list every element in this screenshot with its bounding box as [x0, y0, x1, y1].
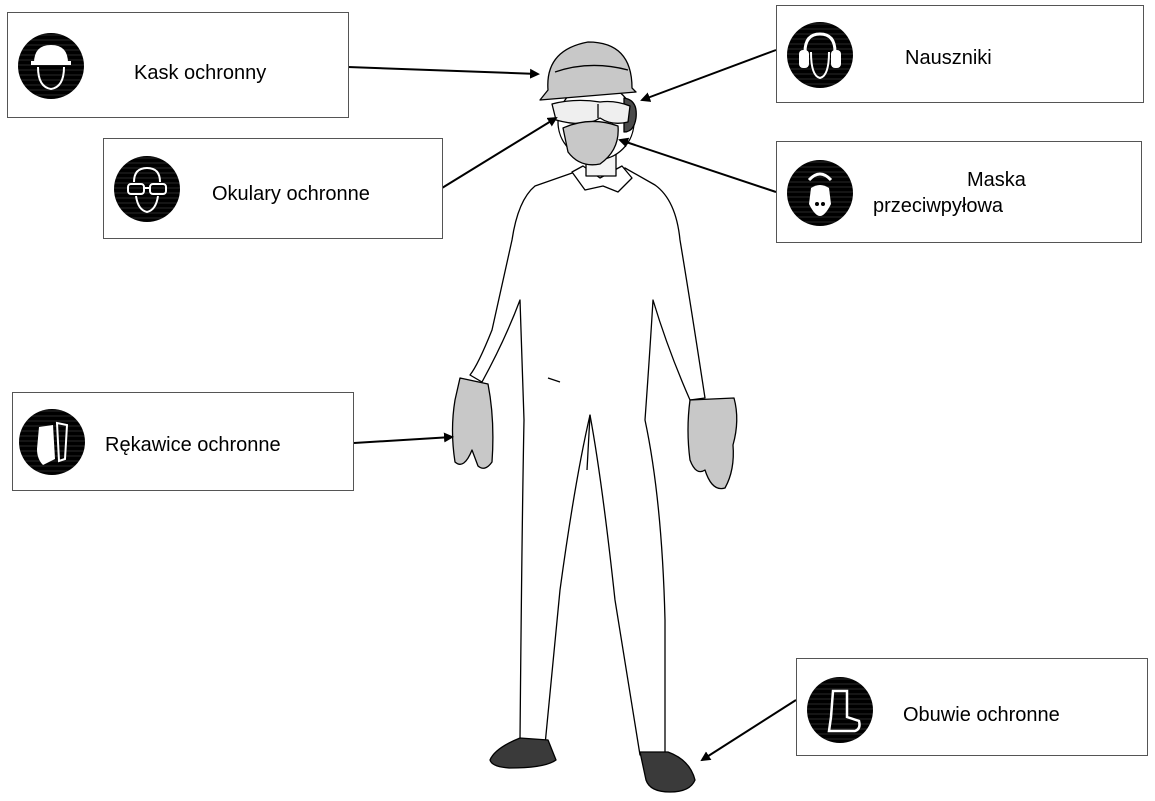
callout-helmet: Kask ochronny — [7, 12, 349, 118]
boots-label: Obuwie ochronne — [903, 704, 1060, 726]
arrow-mask — [618, 137, 777, 193]
helmet-label: Kask ochronny — [134, 62, 267, 84]
goggles-sign-icon — [114, 156, 180, 222]
left-glove — [451, 377, 494, 469]
dust-mask-sign-icon — [787, 160, 853, 226]
arrow-gloves — [353, 432, 454, 444]
boots-sign-icon — [807, 677, 873, 743]
callout-boots: Obuwie ochronne — [796, 658, 1148, 756]
helmet-ridge — [554, 64, 629, 73]
dust-mask — [562, 120, 619, 166]
callout-mask: Maska przeciwpyłowa — [776, 141, 1142, 243]
callout-earmuffs: Nauszniki — [776, 5, 1144, 103]
helmet-sign-icon — [18, 33, 84, 99]
goggles — [551, 99, 631, 125]
arrow-goggles — [441, 116, 558, 189]
callout-gloves: Rękawice ochronne — [12, 392, 354, 491]
gloves-label: Rękawice ochronne — [105, 434, 281, 456]
callout-goggles: Okulary ochronne — [103, 138, 443, 239]
earmuffs-label: Nauszniki — [905, 47, 992, 69]
helmet — [539, 41, 637, 101]
gloves-sign-icon — [19, 409, 85, 475]
mask-label-line1: Maska — [967, 169, 1026, 191]
arrow-boots — [700, 699, 797, 762]
worker-figure — [451, 41, 738, 793]
right-glove — [687, 397, 738, 490]
goggles-label: Okulary ochronne — [212, 183, 370, 205]
arrow-earmuffs — [640, 49, 777, 102]
left-boot — [489, 737, 557, 769]
mask-label-line2: przeciwpyłowa — [873, 195, 1004, 217]
coverall — [469, 167, 706, 756]
pointer-arrows — [347, 49, 797, 762]
right-boot — [639, 751, 696, 793]
leg-seam — [547, 377, 591, 471]
arrow-helmet — [347, 66, 540, 79]
earmuffs-sign-icon — [787, 22, 853, 88]
